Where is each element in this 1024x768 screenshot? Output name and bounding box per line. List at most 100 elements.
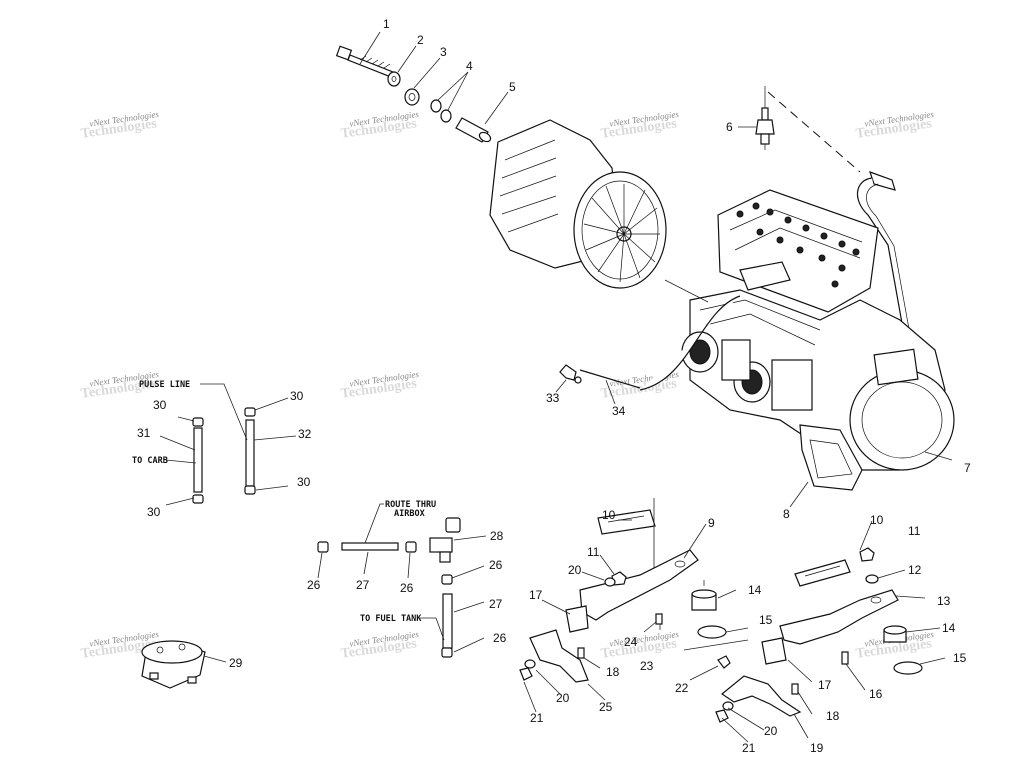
lock-nut: [859, 547, 875, 562]
to-fuel-tank-leader: [420, 617, 445, 641]
callout-21: 21: [530, 711, 544, 725]
callout-6: 6: [726, 120, 733, 134]
callout-20: 20: [764, 724, 778, 738]
callout-2: 2: [417, 33, 424, 47]
callout-10: 10: [870, 513, 884, 527]
route-thru-leader: [364, 503, 384, 544]
callout-30: 30: [153, 398, 167, 412]
front-mount-bracket: [529, 629, 589, 683]
watermark: Technologies vNext Technologies: [340, 629, 420, 662]
watermark: Technologies vNext Technologies: [340, 369, 420, 402]
engine-mount-bracket: [579, 549, 699, 621]
callout-18: 18: [606, 665, 620, 679]
rear-lower-mount-bracket: [720, 675, 802, 717]
to-fuel-tank-note: TO FUEL TANK: [360, 614, 422, 624]
spark-plug: [755, 86, 775, 150]
o-rings: [430, 99, 452, 123]
pulse-line-note: PULSE LINE: [139, 380, 190, 390]
callout-28: 28: [490, 529, 504, 543]
pulse-line: [244, 407, 256, 495]
mount-block: [565, 605, 589, 633]
callout-11: 11: [908, 524, 921, 538]
choke-cable: [579, 369, 641, 389]
callout-22: 22: [675, 681, 689, 695]
callout-16: 16: [869, 687, 883, 701]
screw: [841, 651, 849, 665]
screw: [655, 613, 663, 625]
callout-8: 8: [783, 507, 790, 521]
washer: [604, 577, 616, 587]
washer: [722, 701, 734, 711]
pulse-line-leader: [200, 383, 248, 441]
callout-14: 14: [942, 621, 956, 635]
rubber-mount: [691, 580, 717, 611]
callout-7: 7: [964, 461, 971, 475]
lock-nut: [715, 709, 729, 723]
to-carb-leader: [165, 459, 197, 464]
callout-31: 31: [137, 426, 151, 440]
spacer-pad: [893, 661, 923, 675]
mount-block: [761, 637, 787, 665]
engine-assembly: [639, 189, 955, 491]
callout-34: 34: [612, 404, 626, 418]
callout-26: 26: [489, 558, 503, 572]
fuel-shutoff-valve: [429, 517, 461, 563]
screw: [791, 683, 799, 695]
callout-18: 18: [826, 709, 840, 723]
callout-15: 15: [953, 651, 967, 665]
callout-32: 32: [298, 427, 312, 441]
callout-14: 14: [748, 583, 762, 597]
rubber-mount: [883, 625, 907, 643]
watermark: Technologies vNext Technologies: [855, 109, 935, 142]
callout-26: 26: [307, 578, 321, 592]
spacer-bushing: [404, 88, 420, 106]
callout-30: 30: [147, 505, 161, 519]
hose-clamp: [317, 541, 329, 553]
hose-clamp: [441, 574, 453, 585]
flat-washer: [387, 71, 401, 87]
watermark: Technologies vNext Technologies: [600, 629, 680, 662]
screw: [577, 647, 585, 659]
washer: [865, 574, 879, 584]
callout-12: 12: [908, 563, 922, 577]
fuel-hose: [442, 593, 453, 649]
lock-nut: [519, 667, 533, 681]
callout-26: 26: [493, 631, 507, 645]
callout-numbers: 1 2 3 4 5 6 7 8 9 10 11 20 17 14 15 24 2…: [137, 17, 971, 755]
lock-nut: [717, 655, 731, 669]
mount-plate: [597, 509, 656, 535]
callout-4: 4: [466, 59, 473, 73]
callout-29: 29: [229, 656, 243, 670]
drive-clutch-assembly: [489, 119, 667, 289]
callout-25: 25: [599, 700, 613, 714]
callout-5: 5: [509, 80, 516, 94]
callout-24: 24: [624, 635, 638, 649]
mount-axis-line: [683, 639, 749, 651]
spark-plug-wire: [857, 171, 912, 341]
callout-17: 17: [818, 678, 832, 692]
callout-9: 9: [708, 516, 715, 530]
callout-10: 10: [602, 508, 616, 522]
watermark: Technologies vNext Technologies: [600, 109, 680, 142]
callout-23: 23: [640, 659, 654, 673]
callout-33: 33: [546, 391, 560, 405]
fuel-hose: [341, 542, 399, 551]
spacer-pad: [697, 625, 727, 639]
wing-nut: [559, 364, 582, 384]
callout-11: 11: [587, 545, 600, 559]
fuel-line-to-carb: [192, 417, 204, 504]
hose-clamp: [405, 541, 417, 553]
fuel-pump: [141, 640, 206, 689]
callout-17: 17: [529, 588, 543, 602]
watermark: Technologies vNext Technologies: [80, 109, 160, 142]
mount-plate: [794, 559, 851, 587]
callout-3: 3: [440, 45, 447, 59]
callout-20: 20: [568, 563, 582, 577]
engine-pointer-line: [664, 279, 709, 303]
airbox-note: AIRBOX: [394, 509, 425, 519]
callout-30: 30: [297, 475, 311, 489]
callout-15: 15: [759, 613, 773, 627]
leader-lines: [159, 31, 953, 743]
clutch-bolt: [335, 45, 399, 80]
